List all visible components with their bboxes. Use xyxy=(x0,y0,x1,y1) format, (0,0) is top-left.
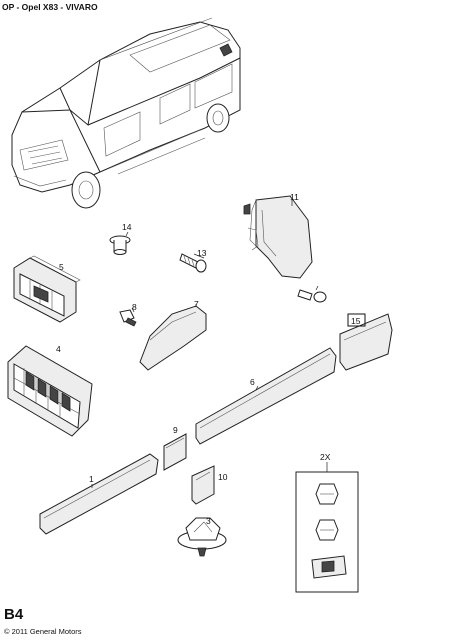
callout-1: 1 xyxy=(89,474,94,484)
page-id: B4 xyxy=(4,606,24,623)
callout-15-box xyxy=(347,313,366,327)
part-8-bolt xyxy=(119,307,137,327)
callout-6: 6 xyxy=(250,377,255,387)
callout-9: 9 xyxy=(173,425,178,435)
clip-detail-box xyxy=(295,462,359,593)
copyright: © 2011 General Motors xyxy=(4,627,82,636)
callout-11: 11 xyxy=(290,192,299,202)
callout-3: 3 xyxy=(206,516,211,526)
small-screw-near-11 xyxy=(297,285,327,303)
part-14-push-pin xyxy=(109,231,131,255)
callout-13: 13 xyxy=(197,248,207,258)
callout-5: 5 xyxy=(59,262,64,272)
part-7-cover-piece xyxy=(139,304,207,371)
callout-14: 14 xyxy=(122,222,132,232)
part-10-small-cover xyxy=(191,465,215,505)
part-3-grommet xyxy=(177,517,227,557)
part-9-short-moulding xyxy=(163,433,187,471)
callout-4: 4 xyxy=(56,344,61,354)
part-15-end-moulding xyxy=(339,313,393,371)
part-13-screw xyxy=(179,253,207,273)
callout-7: 7 xyxy=(194,299,199,309)
callout-10: 10 xyxy=(218,472,228,482)
part-4-vent-grille xyxy=(7,345,93,437)
callout-15: 15 xyxy=(351,316,361,326)
part-11-mirror-cover xyxy=(243,195,313,279)
part-5-clip-block xyxy=(13,255,81,323)
diagram-header: OP - Opel X83 - VIVARO xyxy=(2,2,98,12)
part-1-lower-moulding xyxy=(39,453,159,535)
part-6-side-moulding xyxy=(195,347,337,445)
vehicle-illustration xyxy=(11,17,241,209)
callout-8: 8 xyxy=(132,302,137,312)
callout-2x: 2X xyxy=(320,452,331,462)
